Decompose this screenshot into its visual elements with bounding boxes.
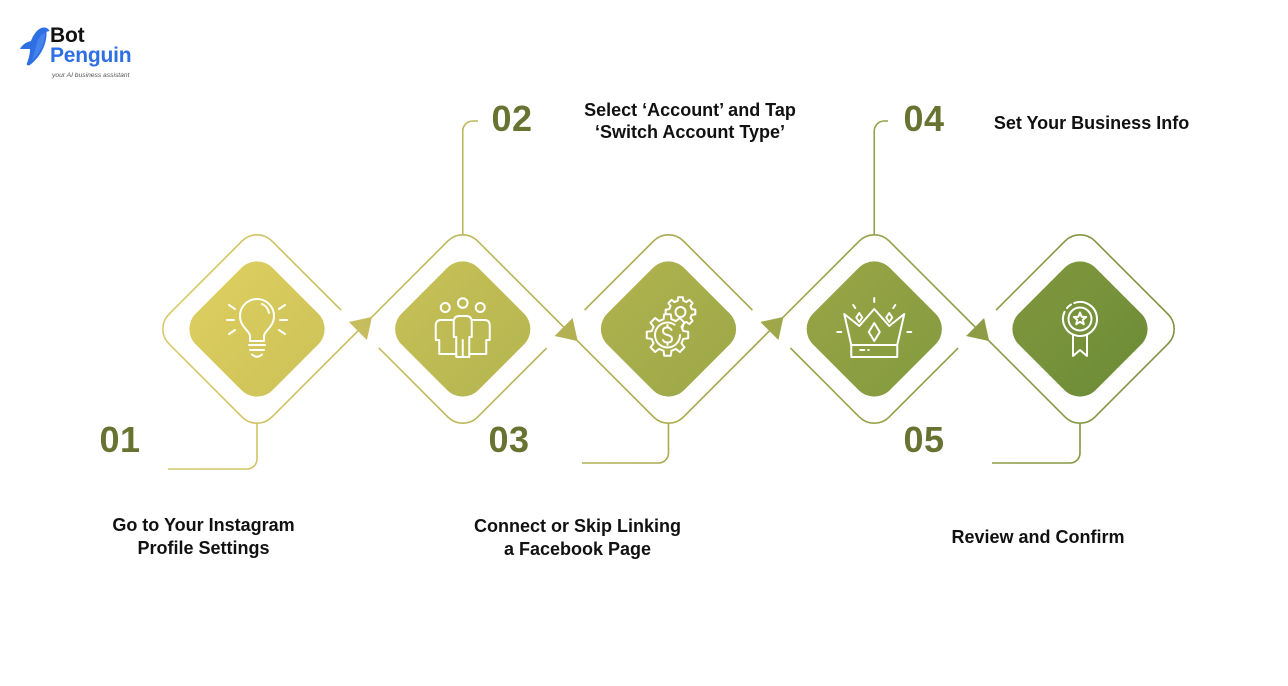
people-icon: [434, 297, 491, 358]
step-1-title: Go to Your Instagram Profile Settings: [44, 514, 364, 560]
lightbulb-icon: [226, 298, 288, 358]
medal-ring-dash: [1065, 303, 1072, 310]
step-1-title-line-1: Go to Your Instagram: [112, 515, 295, 535]
medal-inner-ring: [1067, 306, 1093, 332]
medal-outer-ring: [1062, 301, 1098, 337]
step-5-title: Review and Confirm: [878, 526, 1198, 549]
crown-body: [843, 308, 906, 346]
step-3-outline-upper: [584, 234, 753, 311]
brand-name-bot: Bot: [50, 24, 85, 47]
person-right-head: [474, 302, 486, 313]
person-right-body: [468, 319, 491, 355]
step-2-title: Select ‘Account’ and Tap ‘Switch Account…: [530, 99, 850, 143]
dollar-sign: [662, 324, 673, 346]
flow-arrow-1-icon: [348, 316, 372, 340]
zigzag-flow-outline: [162, 234, 1175, 424]
penguin-icon: [20, 27, 50, 66]
person-middle-body: [452, 315, 473, 358]
flow-arrow-2-icon: [554, 318, 578, 342]
bulb-base: [248, 344, 266, 358]
bulb-glass: [239, 298, 275, 342]
step-2-outline-lower: [378, 347, 548, 424]
step-4-number: 04: [903, 98, 945, 139]
person-left-body: [434, 319, 458, 355]
step-4-connector: [873, 120, 888, 235]
flow-arrow-4-icon: [966, 318, 990, 342]
step-2-number: 02: [491, 98, 533, 139]
step-4-outline-lower: [789, 347, 959, 424]
crown-gem-right: [885, 312, 894, 323]
step-5-diamond: [1012, 261, 1148, 397]
step-4-title: Set Your Business Info: [932, 112, 1252, 134]
bulb-rays: [226, 304, 288, 335]
step-1-title-line-2: Profile Settings: [137, 538, 270, 558]
medal-icon: [1062, 301, 1098, 357]
step-1-diamond: [189, 261, 325, 397]
step-5-connector: [992, 423, 1081, 464]
brand-tagline: your AI business assistant: [52, 72, 130, 79]
step-5-number: 05: [903, 419, 945, 460]
crown-band: [850, 344, 899, 358]
medal-star: [1072, 311, 1088, 326]
person-left-head: [439, 302, 451, 313]
step-3-connector: [582, 423, 670, 464]
crown-gem-left: [855, 312, 864, 323]
crown-gem-center: [867, 322, 881, 342]
penguin-belly: [32, 33, 45, 61]
step-3-number: 03: [488, 419, 530, 460]
small-gear-hub: [674, 306, 687, 318]
big-gear-ring: [654, 321, 681, 349]
step-3-title-line-2: a Facebook Page: [503, 538, 652, 559]
step-1-number: 01: [99, 419, 141, 460]
step-2-diamond: [395, 261, 531, 397]
person-middle-head: [456, 297, 469, 309]
medal-ribbon: [1072, 333, 1088, 357]
step-4-title-line-1: Set Your Business Info: [993, 113, 1190, 133]
step-3-title-line-1: Connect or Skip Linking: [473, 515, 681, 536]
step-2-title-line-1: Select ‘Account’ and Tap: [584, 100, 796, 120]
gear-dollar-icon: [647, 297, 696, 356]
step-1-connector: [168, 423, 258, 470]
step-3-title: Connect or Skip Linking a Facebook Page: [418, 515, 738, 561]
step-4-diamond: [806, 261, 942, 397]
bulb-highlight: [261, 303, 270, 314]
flow-arrow-3-icon: [760, 316, 784, 340]
crown-icon: [836, 297, 913, 358]
crown-sparkles: [836, 297, 913, 351]
step-2-title-line-2: ‘Switch Account Type’: [594, 122, 786, 142]
brand-name-penguin: Penguin: [50, 44, 132, 67]
step-5-title-line-1: Review and Confirm: [951, 526, 1125, 547]
step-2-connector: [461, 120, 478, 235]
